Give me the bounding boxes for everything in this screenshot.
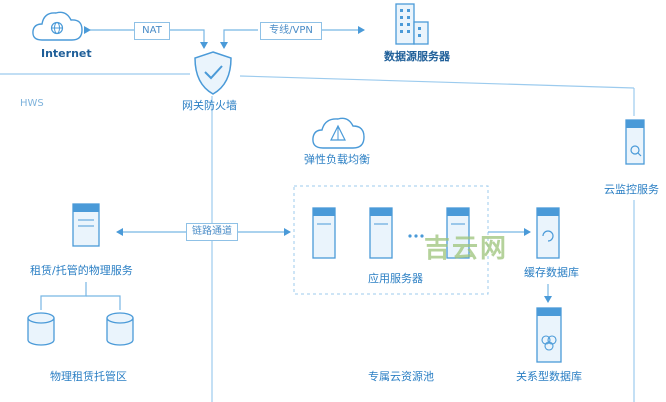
vpn-label: 专线/VPN bbox=[260, 22, 322, 40]
dedicated-pool-label: 专属云资源池 bbox=[368, 370, 434, 383]
datasource-servers-label: 数据源服务器 bbox=[384, 50, 450, 63]
hws-region-border bbox=[0, 73, 635, 402]
physical-zone-label: 物理租赁托管区 bbox=[50, 370, 127, 383]
vpn-firewall-link bbox=[220, 29, 258, 49]
datasource-buildings-icon bbox=[395, 3, 429, 45]
internet-cloud-icon bbox=[32, 11, 83, 41]
physical-server-icon bbox=[72, 203, 100, 247]
firewall-shield-icon bbox=[194, 51, 232, 95]
firewall-label: 网关防火墙 bbox=[182, 99, 237, 112]
nat-firewall-link bbox=[170, 29, 208, 49]
load-balancer-label: 弹性负载均衡 bbox=[304, 153, 370, 166]
storage-cylinder-2 bbox=[106, 312, 134, 346]
connector-lines bbox=[40, 26, 552, 310]
link-channel-label: 链路通道 bbox=[186, 223, 238, 241]
physical-split-right bbox=[86, 295, 121, 310]
app-server-icons bbox=[312, 207, 470, 259]
hws-label: HWS bbox=[20, 98, 44, 109]
cloud-monitor-label: 云监控服务 bbox=[604, 183, 659, 196]
app-servers-label: 应用服务器 bbox=[368, 272, 423, 285]
load-balancer-cloud-icon bbox=[312, 117, 365, 149]
physical-service-label: 租赁/托管的物理服务 bbox=[30, 264, 133, 277]
ellipsis-dots bbox=[408, 234, 424, 238]
app-server-2 bbox=[369, 207, 393, 259]
relational-db-label: 关系型数据库 bbox=[516, 370, 582, 383]
storage-cylinder-1 bbox=[27, 312, 55, 346]
cache-db-label: 缓存数据库 bbox=[524, 266, 579, 279]
internet-label: Internet bbox=[41, 47, 92, 60]
storage-cylinder-icons bbox=[27, 312, 134, 346]
cloud-monitor-server-icon bbox=[625, 119, 645, 165]
physical-split bbox=[40, 282, 87, 310]
app-server-group-box bbox=[293, 185, 489, 295]
nat-label: NAT bbox=[134, 22, 170, 40]
app-server-3 bbox=[446, 207, 470, 259]
cache-db-server-icon bbox=[536, 207, 560, 259]
app-server-1 bbox=[312, 207, 336, 259]
relational-db-server-icon bbox=[536, 307, 562, 363]
watermark-text: 吉云网 bbox=[424, 234, 509, 264]
